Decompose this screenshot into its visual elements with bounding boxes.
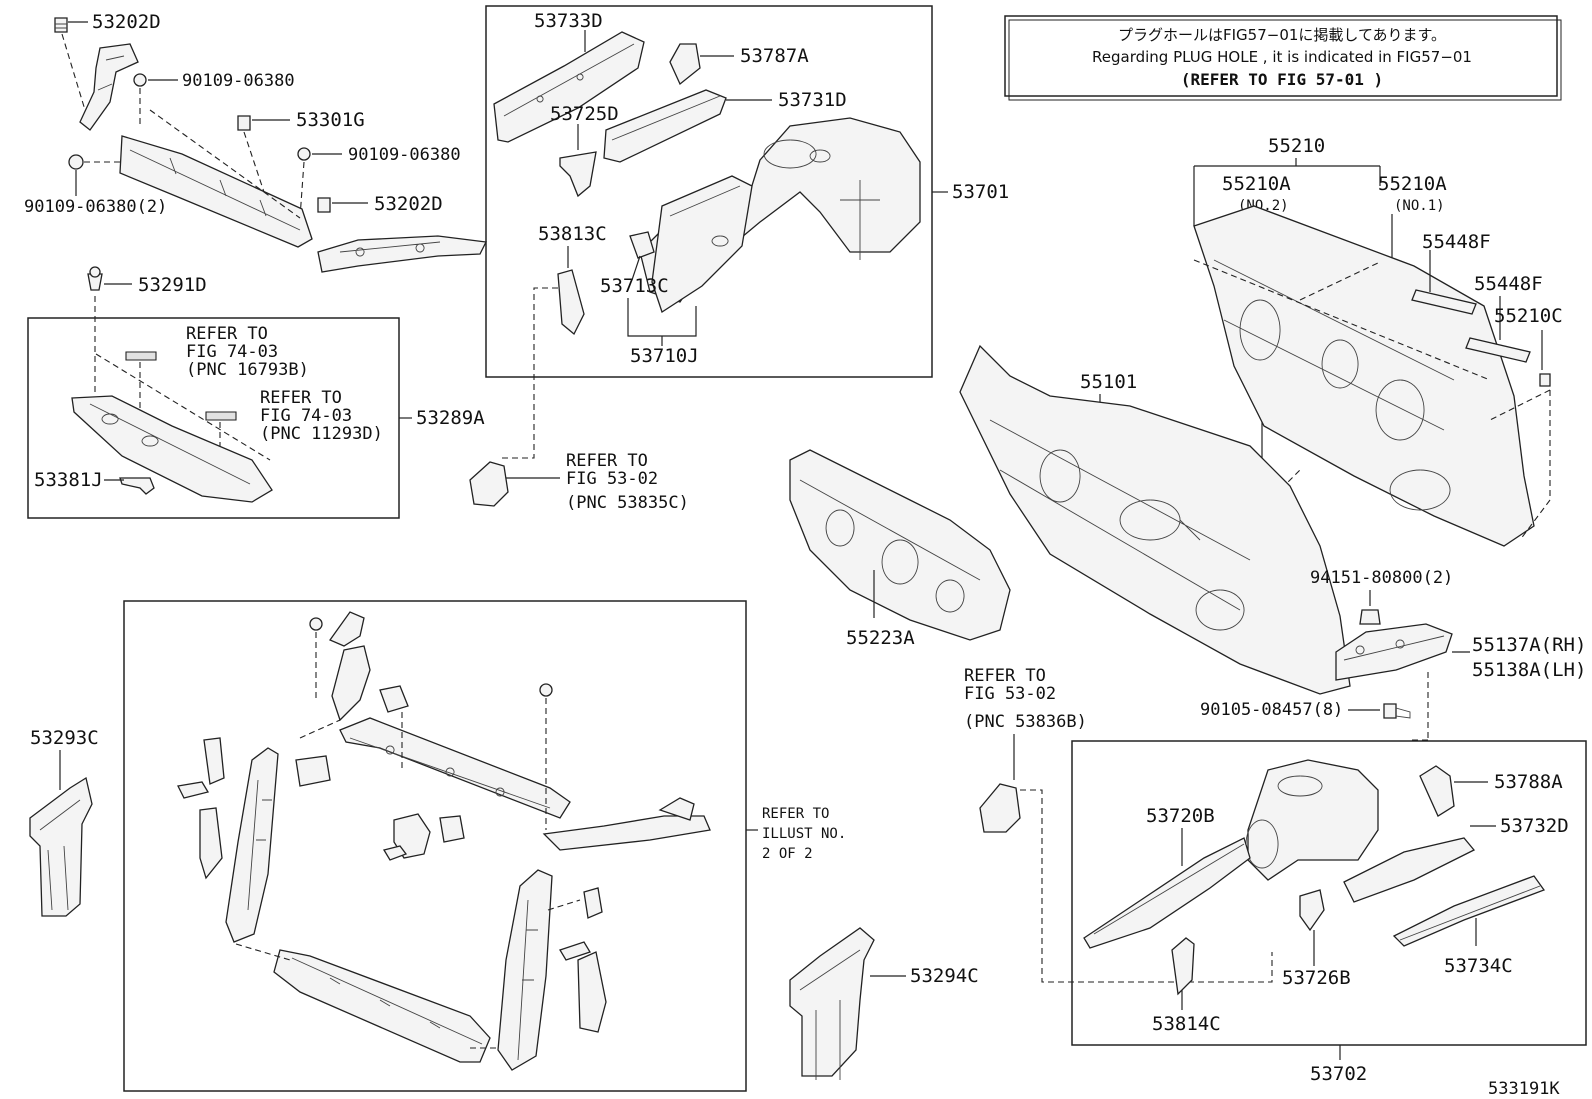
label-53788A: 53788A (1494, 771, 1563, 793)
side-panel-53294C: 53294C (789, 927, 979, 1080)
svg-text:FIG 53-02: FIG 53-02 (566, 469, 658, 489)
svg-text:FIG 53-02: FIG 53-02 (964, 684, 1056, 704)
refer-note-illust: REFER TO ILLUST NO. 2 OF 2 (762, 806, 846, 862)
label-55448F-a: 55448F (1422, 231, 1491, 253)
label-53814C: 53814C (1152, 1013, 1221, 1035)
svg-text:(NO.1): (NO.1) (1394, 198, 1445, 214)
note-line-jp: プラグホールはFIG57−01に掲載してあります。 (1118, 26, 1446, 44)
label-53813C: 53813C (538, 223, 607, 245)
label-53291D: 53291D (138, 274, 207, 296)
label-90109-06380-2: 90109-06380(2) (24, 197, 167, 217)
upper-support-group: 53202D 90109-06380 53301G 90109-06380 90… (24, 11, 487, 273)
label-94151-80800: 94151-80800(2) (1310, 568, 1453, 588)
apron-assembly-group: 53733D 53787A 53731D 53725D 53701 53813C… (485, 5, 1009, 378)
svg-text:(PNC 53836B): (PNC 53836B) (964, 712, 1087, 732)
svg-text:ILLUST NO.: ILLUST NO. (762, 826, 846, 842)
label-53725D: 53725D (550, 103, 619, 125)
label-53731D: 53731D (778, 89, 847, 111)
svg-text:REFER TO: REFER TO (186, 324, 268, 344)
label-53381J: 53381J (34, 469, 103, 491)
label-55210: 55210 (1268, 135, 1325, 157)
refer-note-11293D: REFER TO FIG 74-03 (PNC 11293D) (260, 388, 383, 444)
label-53713C: 53713C (600, 275, 669, 297)
label-53301G: 53301G (296, 109, 365, 131)
label-90109-06380-a: 90109-06380 (182, 71, 295, 91)
svg-text:REFER TO: REFER TO (566, 451, 648, 471)
refer-note-16793B: REFER TO FIG 74-03 (PNC 16793B) (186, 324, 309, 380)
label-90109-06380-b: 90109-06380 (348, 145, 461, 165)
label-53293C: 53293C (30, 727, 99, 749)
refer-note-53836B: REFER TO FIG 53-02 (PNC 53836B) (964, 666, 1087, 732)
dash-panel-55101: 55101 (959, 344, 1351, 695)
label-53720B: 53720B (1146, 805, 1215, 827)
svg-text:(PNC 53835C): (PNC 53835C) (566, 493, 689, 513)
label-55210A-no1: 55210A (1378, 173, 1447, 195)
label-55137A: 55137A(RH) (1472, 634, 1586, 656)
label-53701: 53701 (952, 181, 1009, 203)
figure-id: 533191K (1488, 1079, 1560, 1099)
note-line-en: Regarding PLUG HOLE , it is indicated in… (1092, 48, 1472, 66)
svg-text:(PNC 16793B): (PNC 16793B) (186, 360, 309, 380)
label-53702: 53702 (1310, 1063, 1367, 1085)
svg-text:REFER TO: REFER TO (762, 806, 829, 822)
label-53787A: 53787A (740, 45, 809, 67)
refer-note-53835C: REFER TO FIG 53-02 (PNC 53835C) (566, 451, 689, 513)
label-53732D: 53732D (1500, 815, 1569, 837)
label-55101: 55101 (1080, 371, 1137, 393)
brace-group: 94151-80800(2) 55137A(RH) 55138A(LH) 901… (1200, 568, 1586, 741)
label-55210C: 55210C (1494, 305, 1563, 327)
label-53734C: 53734C (1444, 955, 1513, 977)
plug-hole-note: プラグホールはFIG57−01に掲載してあります。 Regarding PLUG… (1004, 15, 1562, 101)
label-53733D: 53733D (534, 10, 603, 32)
label-55138A: 55138A(LH) (1472, 659, 1586, 681)
radiator-support-group: REFER TO ILLUST NO. 2 OF 2 (123, 600, 846, 1092)
apron-assembly-rh-group: 53788A 53720B 53732D 53726B 53734C 53814… (1071, 740, 1587, 1085)
svg-text:(PNC 11293D): (PNC 11293D) (260, 424, 383, 444)
label-53710J: 53710J (630, 345, 699, 367)
label-53202D-mid: 53202D (374, 193, 443, 215)
svg-text:REFER TO: REFER TO (964, 666, 1046, 686)
svg-text:REFER TO: REFER TO (260, 388, 342, 408)
label-53294C: 53294C (910, 965, 979, 987)
note-line-ref: (REFER TO FIG 57-01 ) (1181, 70, 1383, 89)
label-53289A: 53289A (416, 407, 485, 429)
svg-text:FIG 74-03: FIG 74-03 (186, 342, 278, 362)
grille-cover-group: 53291D 53289A REFER TO FIG 74-03 (PNC 16… (27, 266, 485, 519)
side-panel-53293C: 53293C (29, 727, 99, 917)
svg-text:2 OF 2: 2 OF 2 (762, 846, 813, 862)
svg-text:FIG 74-03: FIG 74-03 (260, 406, 352, 426)
label-55448F-b: 55448F (1474, 273, 1543, 295)
label-55210A-no2: 55210A (1222, 173, 1291, 195)
label-53202D-top: 53202D (92, 11, 161, 33)
label-55223A: 55223A (846, 627, 915, 649)
label-53726B: 53726B (1282, 967, 1351, 989)
insulator-55223A: 55223A (789, 449, 1011, 649)
label-90105-08457: 90105-08457(8) (1200, 700, 1343, 720)
